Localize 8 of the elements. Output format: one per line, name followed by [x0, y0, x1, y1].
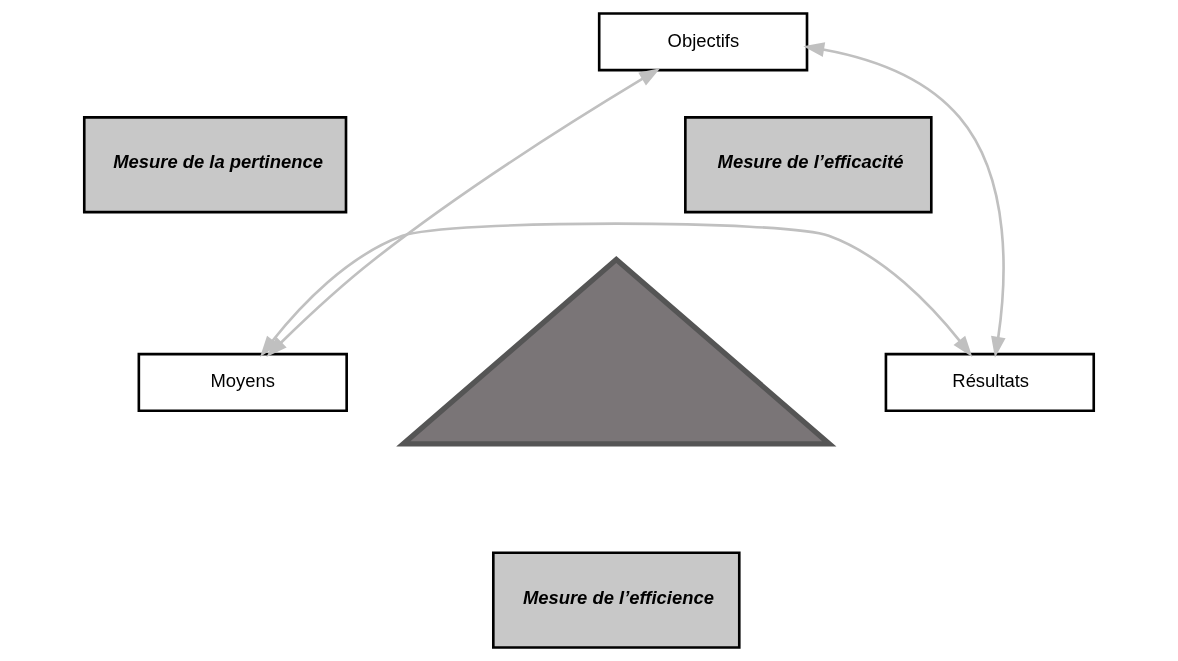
node-box: Mesure de l’efficacité [684, 116, 933, 214]
node-box: Moyens [137, 352, 348, 413]
node-triangle [396, 256, 837, 447]
node-box: Mesure de l’efficience [492, 551, 741, 649]
node-box: Objectifs [597, 12, 809, 72]
node-box: Résultats [884, 352, 1096, 413]
node-box: Mesure de la pertinence [82, 116, 348, 214]
arrow [803, 42, 1006, 358]
